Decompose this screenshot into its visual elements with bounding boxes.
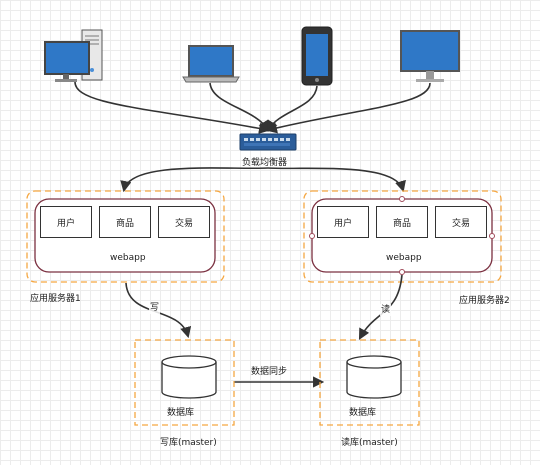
app-server-1-group [26,190,225,283]
monitor-icon [400,30,460,82]
network-switch-icon [239,133,297,151]
module-users-1: 用户 [40,206,92,238]
webapp-label-1: webapp [110,253,146,263]
smartphone-icon [301,26,333,86]
module-trading-2: 交易 [435,206,487,238]
module-users-2: 用户 [317,206,369,238]
load-balancer-label: 负载均衡器 [242,158,288,168]
module-products-1: 商品 [99,206,151,238]
read-edge-label: 读 [380,304,392,316]
desktop-computer-icon [44,29,103,82]
read-db-name: 数据库 [349,408,377,418]
app-server-2-label: 应用服务器2 [459,296,510,306]
read-db-role-label: 读库(master) [341,438,398,448]
lb-to-server-connectors [120,167,406,193]
webapp-label-2: webapp [386,253,422,263]
laptop-icon [182,45,240,83]
connection-points [309,196,495,275]
database-cylinder-icon [346,355,402,399]
read-db-group [319,339,420,426]
database-cylinder-icon [161,355,217,399]
write-db-group [134,339,235,426]
client-connectors [74,81,431,134]
app-server-1-label: 应用服务器1 [30,294,81,304]
app-server-2-group [303,190,502,283]
write-db-role-label: 写库(master) [160,438,217,448]
sync-edge-label: 数据同步 [251,367,288,377]
write-edge-label: 写 [149,302,161,314]
module-trading-1: 交易 [158,206,210,238]
write-db-name: 数据库 [167,408,195,418]
module-products-2: 商品 [376,206,428,238]
